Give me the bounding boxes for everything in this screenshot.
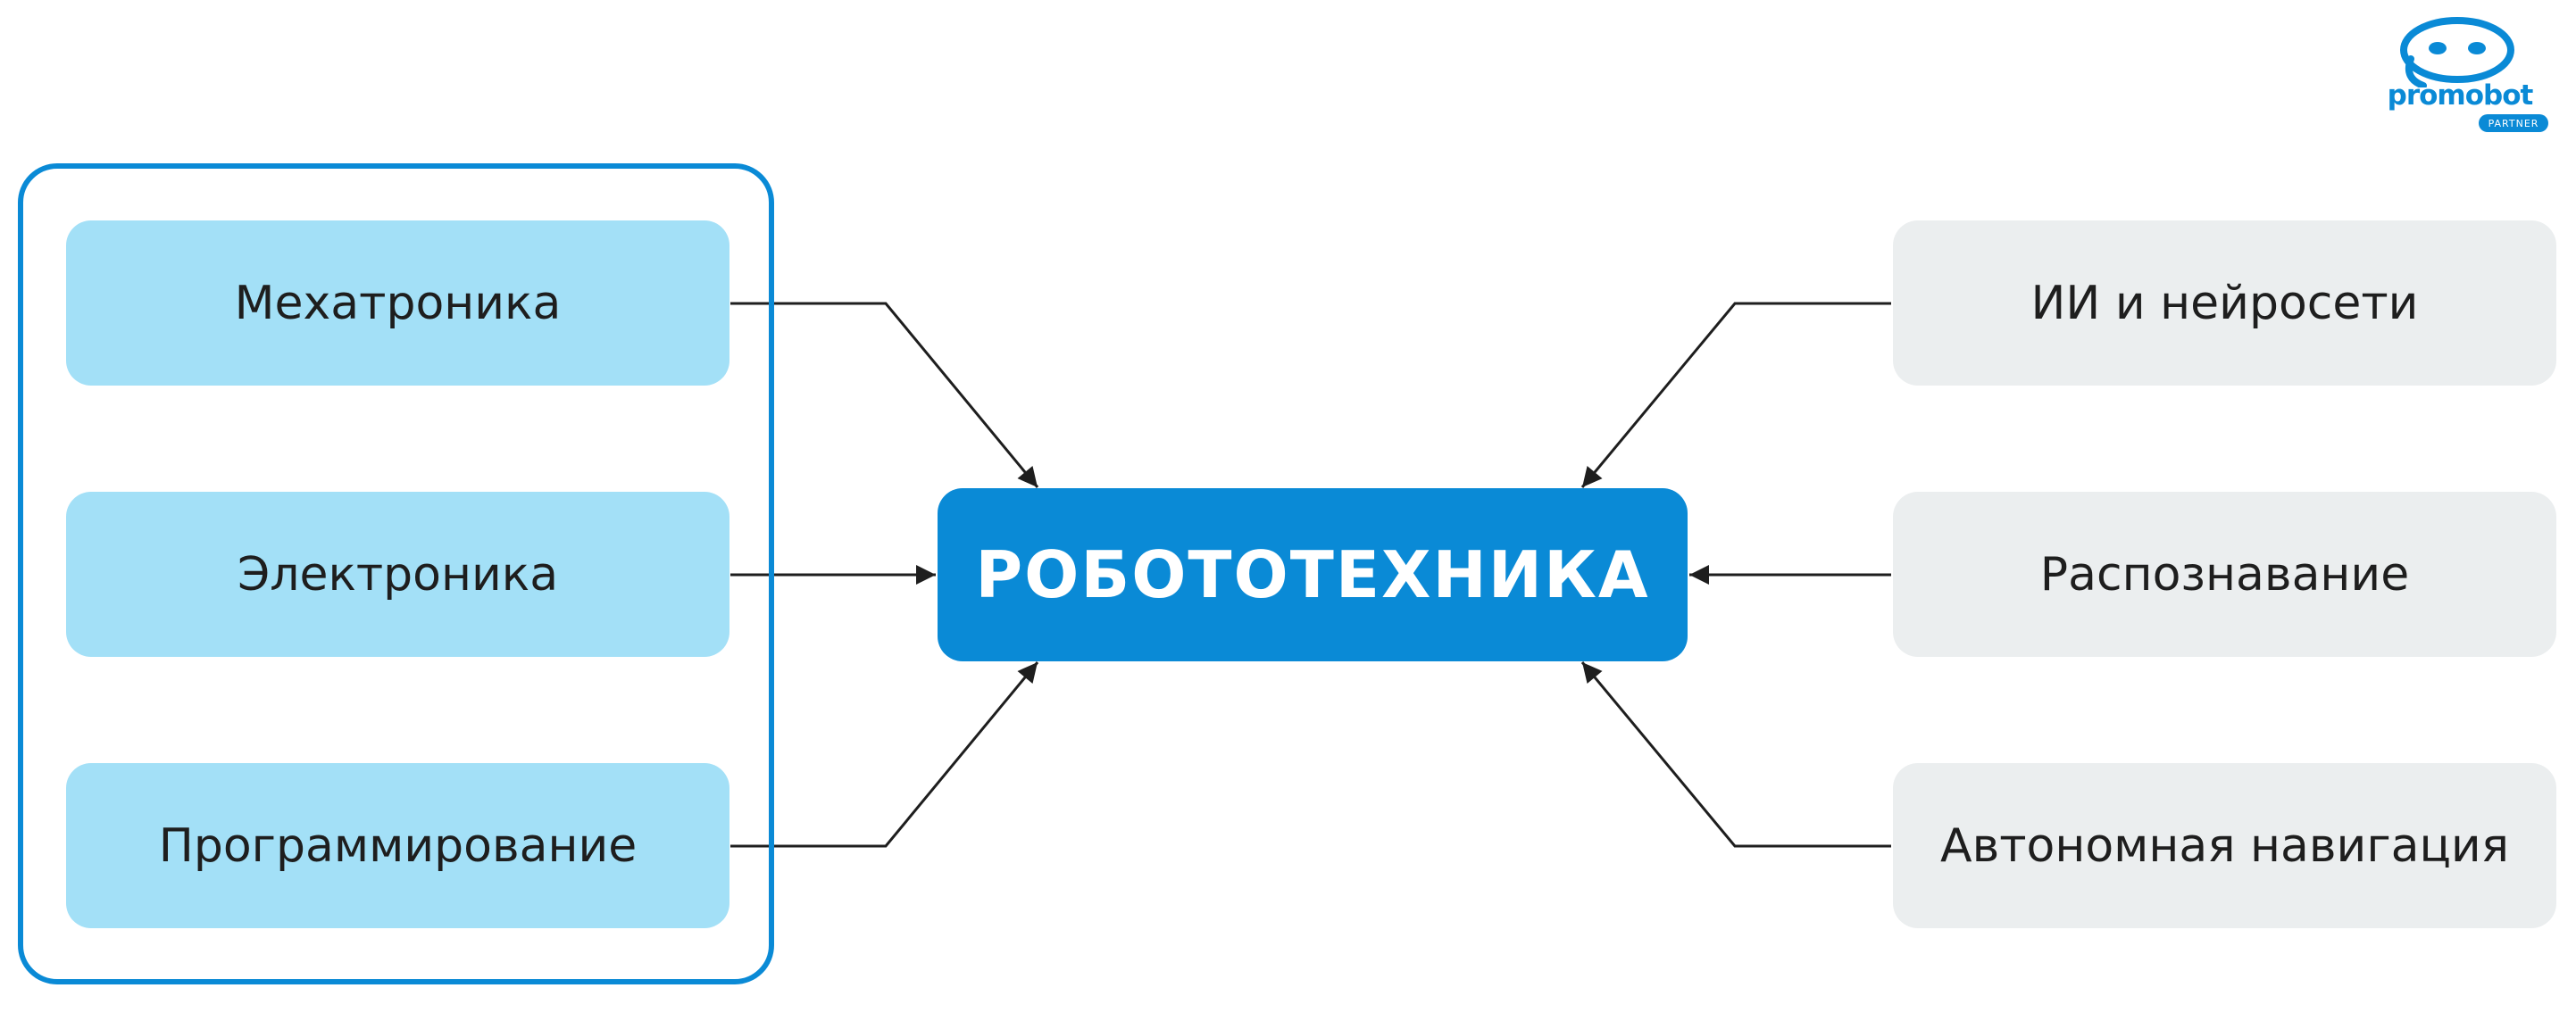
arrow-ai-to-center — [1580, 302, 1891, 488]
arrow-mechatronics-to-center — [730, 302, 1039, 488]
node-electronics: Электроника — [66, 492, 729, 657]
promobot-logo: promobot PARTNER — [2357, 16, 2558, 137]
center-label: РОБОТОТЕХНИКА — [975, 537, 1650, 612]
left-group-frame — [18, 163, 774, 984]
node-label: Электроника — [237, 547, 559, 602]
node-label: Автономная навигация — [1940, 818, 2509, 873]
node-autonomous-navigation: Автономная навигация — [1893, 763, 2556, 928]
logo-partner-badge: PARTNER — [2479, 114, 2548, 132]
arrow-programming-to-center — [730, 661, 1039, 848]
arrow-navigation-to-center — [1580, 661, 1891, 848]
node-robotics-center: РОБОТОТЕХНИКА — [938, 488, 1688, 661]
promobot-face-icon — [2400, 17, 2514, 87]
node-label: ИИ и нейросети — [2030, 276, 2419, 330]
node-programming: Программирование — [66, 763, 729, 928]
node-recognition: Распознавание — [1893, 492, 2556, 657]
node-ai-neural-networks: ИИ и нейросети — [1893, 220, 2556, 386]
node-label: Программирование — [158, 818, 638, 873]
logo-wordmark: promobot — [2387, 79, 2534, 112]
node-label: Мехатроника — [234, 276, 562, 330]
node-mechatronics: Мехатроника — [66, 220, 729, 386]
node-label: Распознавание — [2039, 547, 2410, 602]
